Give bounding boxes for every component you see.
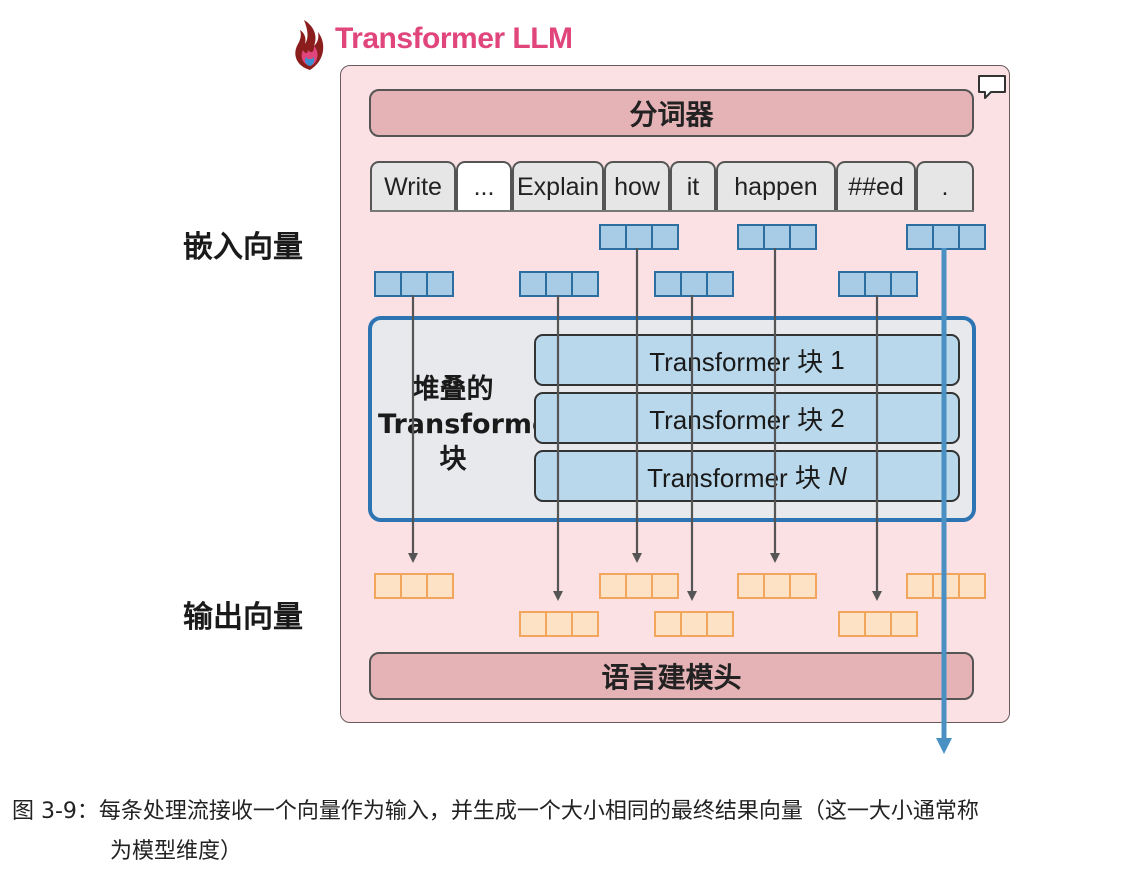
caption-line: 为模型维度）	[110, 839, 243, 864]
output-vector	[374, 573, 454, 599]
output-vector	[737, 573, 817, 599]
embedding-vector	[599, 224, 679, 250]
block-label: Transformer 块	[649, 346, 831, 377]
embedding-vector	[838, 271, 918, 297]
tokenizer-bar: 分词器	[369, 89, 974, 137]
block-index: 2	[830, 402, 845, 433]
stack-label-line: 堆叠的	[412, 374, 494, 405]
transformer-block-n: Transformer 块 N	[534, 450, 960, 502]
output-vector	[599, 573, 679, 599]
output-vector	[906, 573, 986, 599]
embedding-vector	[906, 224, 986, 250]
output-vector	[654, 611, 734, 637]
token-row-divider	[370, 210, 974, 212]
comment-icon	[978, 75, 1006, 99]
figure-caption: 图 3-9：每条处理流接收一个向量作为输入，并生成一个大小相同的最终结果向量（这…	[12, 792, 1142, 872]
embedding-vectors-label: 嵌入向量	[183, 230, 303, 265]
block-index: 1	[830, 344, 845, 375]
stack-label-line: Transformer	[378, 409, 564, 440]
embedding-vector	[654, 271, 734, 297]
caption-line: 图 3-9：每条处理流接收一个向量作为输入，并生成一个大小相同的最终结果向量（这…	[12, 799, 979, 824]
block-label: Transformer 块	[647, 462, 829, 493]
stack-label-line: 块	[439, 444, 467, 475]
embedding-vector	[519, 271, 599, 297]
diagram-title: Transformer LLM	[335, 22, 573, 55]
token: it	[670, 161, 716, 212]
block-index: N	[828, 460, 847, 491]
transformer-block-1: Transformer 块 1	[534, 334, 960, 386]
embedding-vector	[737, 224, 817, 250]
token: .	[916, 161, 974, 212]
output-vectors-label: 输出向量	[183, 600, 303, 635]
transformer-block-2: Transformer 块 2	[534, 392, 960, 444]
stack-label: 堆叠的 Transformer 块	[378, 372, 564, 477]
token: ##ed	[836, 161, 916, 212]
output-vector	[519, 611, 599, 637]
token: how	[604, 161, 670, 212]
token: ...	[456, 161, 512, 212]
token: Explain	[512, 161, 604, 212]
token: Write	[370, 161, 456, 212]
block-label: Transformer 块	[649, 404, 831, 435]
output-vector	[838, 611, 918, 637]
lm-head-bar: 语言建模头	[369, 652, 974, 700]
embedding-vector	[374, 271, 454, 297]
token: happen	[716, 161, 836, 212]
flame-logo-icon	[295, 20, 324, 70]
